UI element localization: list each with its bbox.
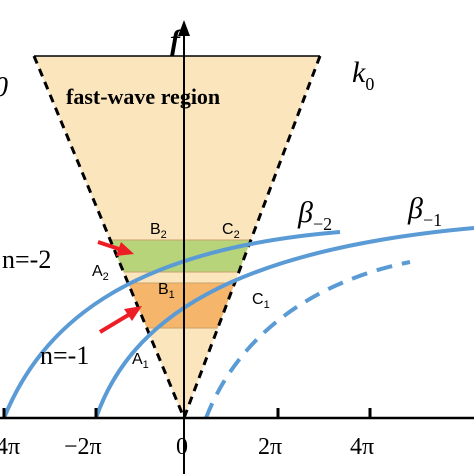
arrow-n-m2 (97, 240, 134, 256)
x-tick-label: 2π (258, 434, 282, 460)
point-c2: C2 (222, 221, 240, 241)
y-axis-arrowhead (178, 20, 190, 36)
point-b1: B1 (158, 281, 175, 301)
point-b2: B2 (150, 221, 167, 241)
n-m1-label: n=-1 (40, 341, 89, 370)
x-tick-label: 4π (0, 434, 20, 460)
arrow-n-m1 (98, 306, 142, 334)
beta-m2-curve (2, 230, 341, 419)
cone-left-edge (32, 55, 186, 419)
n-m2-label: n=-2 (2, 245, 51, 274)
x-tick-label: 0 (176, 434, 188, 460)
left-edge-char: 0 (0, 72, 8, 103)
point-c1: C1 (252, 291, 270, 311)
point-a1: A1 (132, 351, 149, 371)
beta-m1-label: β−1 (407, 192, 442, 230)
x-tick-label: 4π (350, 434, 374, 460)
y-axis-label: f (170, 24, 183, 57)
fast-wave-cone (34, 56, 320, 418)
green-band (34, 239, 320, 273)
cone-right-edge (182, 55, 322, 419)
k0-label: k0 (352, 56, 374, 94)
point-a2: A2 (92, 263, 109, 283)
beta-m2-label: β−2 (297, 196, 332, 234)
fast-wave-region-label: fast-wave region (66, 84, 220, 109)
beta-m1-dashed-branch (204, 260, 411, 419)
x-tick-label: −2π (64, 434, 102, 460)
beta-m1-curve (94, 226, 474, 419)
